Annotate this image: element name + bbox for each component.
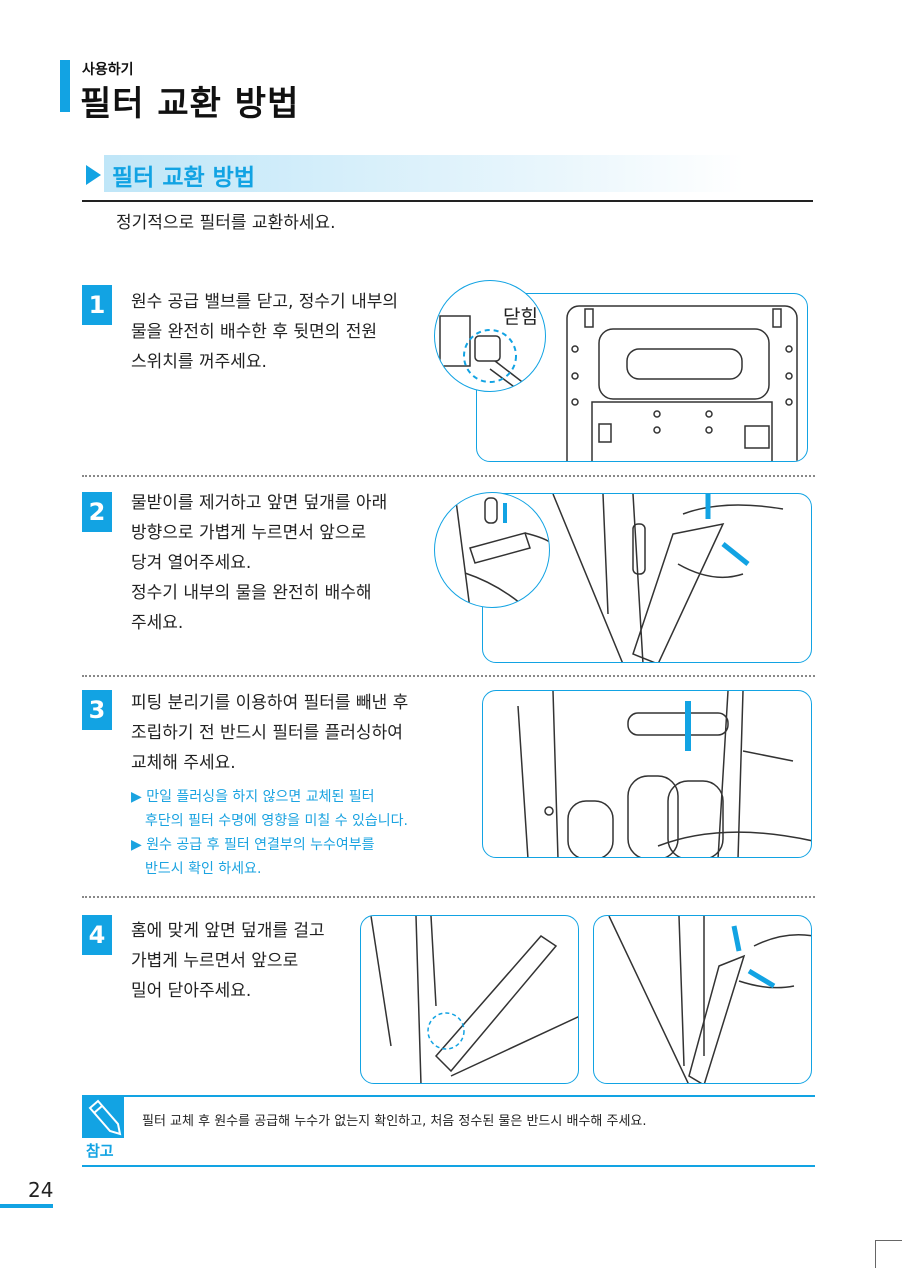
step-divider bbox=[82, 475, 815, 477]
section-band bbox=[104, 155, 744, 192]
step-divider bbox=[82, 896, 815, 898]
step-line: 방향으로 가볍게 누르면서 앞으로 bbox=[131, 523, 367, 543]
valve-detail-circle bbox=[434, 280, 546, 392]
step-number-4: 4 bbox=[82, 915, 112, 955]
cover-hook-illustration bbox=[360, 915, 579, 1084]
step-line: 정수기 내부의 물을 완전히 배수해 bbox=[131, 583, 372, 603]
page-number: 24 bbox=[28, 1178, 54, 1202]
breadcrumb: 사용하기 bbox=[82, 62, 134, 78]
front-cover-drawing bbox=[552, 494, 784, 662]
valve-drawing bbox=[439, 315, 536, 391]
note-line: ▶ 원수 공급 후 필터 연결부의 누수여부를 bbox=[131, 837, 375, 853]
cover-hook-drawing bbox=[370, 916, 578, 1083]
cover-close-drawing bbox=[608, 916, 811, 1083]
step-line: 물받이를 제거하고 앞면 덮개를 아래 bbox=[131, 493, 388, 513]
crop-mark bbox=[875, 1240, 876, 1268]
step-line: 당겨 열어주세요. bbox=[131, 553, 252, 573]
closed-callout: 닫힘 bbox=[503, 306, 538, 328]
step-line: 교체해 주세요. bbox=[131, 753, 236, 773]
section-divider bbox=[82, 200, 813, 202]
note-line: 반드시 확인 하세요. bbox=[145, 861, 262, 877]
note-label: 참고 bbox=[86, 1142, 114, 1160]
cover-close-illustration bbox=[593, 915, 812, 1084]
note-bottom-rule bbox=[82, 1165, 815, 1167]
step-line: 가볍게 누르면서 앞으로 bbox=[131, 951, 299, 971]
pencil-icon bbox=[82, 1096, 124, 1138]
crop-mark bbox=[875, 1240, 902, 1241]
step-2-text: 물받이를 제거하고 앞면 덮개를 아래 방향으로 가볍게 누르면서 앞으로 당겨… bbox=[131, 488, 387, 638]
step-number-3: 3 bbox=[82, 690, 112, 730]
filter-removal-illustration bbox=[482, 690, 812, 858]
step-line: 주세요. bbox=[131, 613, 184, 633]
section-intro: 정기적으로 필터를 교환하세요. bbox=[116, 213, 336, 233]
note-top-rule bbox=[82, 1095, 815, 1097]
note-text: 필터 교체 후 원수를 공급해 누수가 없는지 확인하고, 처음 정수된 물은 … bbox=[142, 1114, 647, 1129]
step-3-text: 피팅 분리기를 이용하여 필터를 빼낸 후 조립하기 전 반드시 필터를 플러싱… bbox=[131, 688, 408, 778]
note-line: ▶ 만일 플러싱을 하지 않으면 교체된 필터 bbox=[131, 789, 375, 805]
step-line: 조립하기 전 반드시 필터를 플러싱하여 bbox=[131, 723, 403, 743]
title-accent-bar bbox=[60, 60, 70, 112]
page-number-underline bbox=[0, 1204, 53, 1208]
step-line: 피팅 분리기를 이용하여 필터를 빼낸 후 bbox=[131, 693, 409, 713]
step-line: 밀어 닫아주세요. bbox=[131, 981, 252, 1001]
step-number-1: 1 bbox=[82, 285, 112, 325]
drip-tray-detail-circle bbox=[434, 492, 550, 608]
filter-removal-drawing bbox=[517, 691, 811, 857]
section-title: 필터 교환 방법 bbox=[112, 165, 255, 191]
step-1-text: 원수 공급 밸브를 닫고, 정수기 내부의 물을 완전히 배수한 후 뒷면의 전… bbox=[131, 287, 398, 377]
step-number-2: 2 bbox=[82, 492, 112, 532]
page-title: 필터 교환 방법 bbox=[80, 84, 300, 124]
drip-tray-drawing bbox=[454, 493, 549, 607]
step-divider bbox=[82, 675, 815, 677]
step-4-text: 홈에 맞게 앞면 덮개를 걸고 가볍게 누르면서 앞으로 밀어 닫아주세요. bbox=[131, 916, 325, 1006]
note-line: 후단의 필터 수명에 영향을 미칠 수 있습니다. bbox=[145, 813, 408, 829]
step-line: 홈에 맞게 앞면 덮개를 걸고 bbox=[131, 921, 325, 941]
triangle-bullet-icon bbox=[86, 165, 101, 185]
step-3-notes: ▶ 만일 플러싱을 하지 않으면 교체된 필터 후단의 필터 수명에 영향을 미… bbox=[131, 785, 408, 881]
step-line: 스위치를 꺼주세요. bbox=[131, 352, 267, 372]
step-line: 원수 공급 밸브를 닫고, 정수기 내부의 bbox=[131, 292, 399, 312]
step-line: 물을 완전히 배수한 후 뒷면의 전원 bbox=[131, 322, 377, 342]
rear-panel-drawing bbox=[566, 305, 798, 461]
